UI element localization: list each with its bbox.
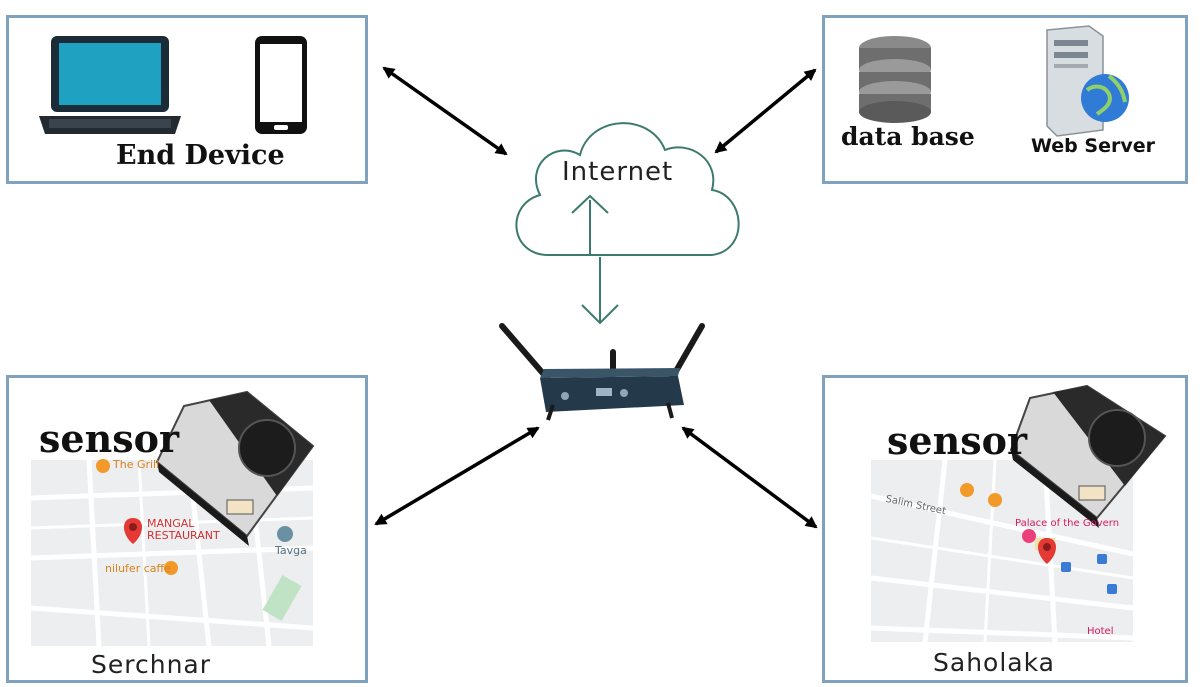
laptop-phone-icons [39,36,307,134]
database-label: data base [841,122,975,151]
sensor-module-icon [1009,384,1167,528]
sensor-module-icon [155,390,315,546]
map-label-tavga: Tavga [275,544,307,557]
router-icon [499,323,705,421]
cloud-shape [515,122,740,256]
poi-pin-icon [277,526,293,542]
database-icon [859,36,931,123]
server-panel: data base Web Server [822,15,1188,184]
cloud-down-arrow [581,257,619,325]
laptop-icon [39,36,181,134]
poi-pin-icon [1022,529,1036,543]
arrow-router-rightsite [681,426,818,529]
poi-pin-icon [960,483,974,497]
site-right-map [870,384,1167,643]
site-left-location-label: Serchnar [91,650,212,679]
internet-label: Internet [562,157,674,187]
poi-pin-icon [988,493,1002,507]
site-left-sensor-label: sensor [39,416,179,461]
poi-pin-icon [96,459,110,473]
site-right-panel: sensor Salim Street Palace of the Govern… [822,375,1188,683]
cloud-up-arrow [571,194,609,255]
webserver-icon [1046,25,1129,137]
map-label-hotel: Hotel [1087,626,1114,637]
phone-icon [255,36,307,134]
arrow-enddevice-internet [382,66,508,156]
webserver-label: Web Server [1031,135,1155,157]
site-right-location-label: Saholaka [933,648,1055,677]
arrow-internet-server [714,68,817,154]
map-label-mangal: MANGAL RESTAURANT [147,517,220,542]
poi-pin-icon [164,561,178,575]
arrow-router-leftsite [374,426,540,526]
map-label-palace: Palace of the Govern [1015,518,1120,529]
map-label-caffe: nilufer caffe [105,562,171,575]
map-label-grill: The Grill [113,458,160,471]
end-device-label: End Device [116,140,285,171]
site-right-sensor-label: sensor [887,418,1027,463]
end-device-panel: End Device [6,15,368,184]
server-icons [859,25,1129,137]
site-left-map [30,390,315,647]
site-left-panel: sensor The Grill MANGAL RESTAURANT niluf… [6,375,368,683]
